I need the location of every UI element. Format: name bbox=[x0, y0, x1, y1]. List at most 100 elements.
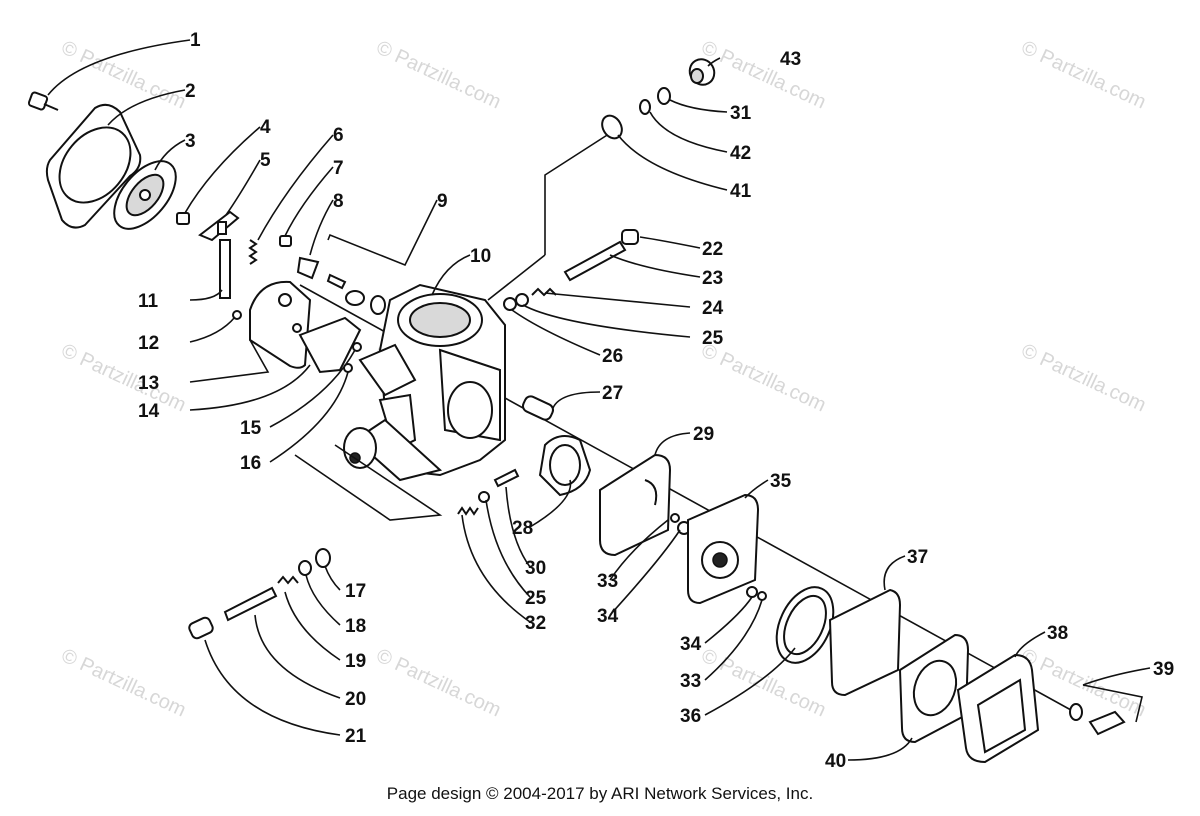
callout-15: 15 bbox=[240, 418, 262, 439]
part-27-filter bbox=[521, 395, 555, 421]
watermark: © Partzilla.com bbox=[698, 340, 829, 417]
callout-3: 3 bbox=[185, 131, 196, 152]
watermark: © Partzilla.com bbox=[1018, 37, 1149, 114]
part-11-needle bbox=[219, 239, 231, 299]
part-42-oring bbox=[639, 99, 651, 115]
callout-40: 40 bbox=[825, 751, 846, 772]
callout-37: 37 bbox=[907, 547, 928, 568]
part-34-oring-lower bbox=[746, 586, 758, 598]
watermark: © Partzilla.com bbox=[58, 340, 189, 417]
callout-22: 22 bbox=[702, 239, 723, 260]
part-31-nut bbox=[657, 87, 671, 105]
leader-lines bbox=[47, 39, 1151, 761]
callout-18: 18 bbox=[345, 616, 366, 637]
part-9-inlet-valve bbox=[326, 273, 386, 315]
callout-8: 8 bbox=[333, 191, 344, 212]
callout-34-lower: 34 bbox=[680, 634, 702, 655]
callout-2: 2 bbox=[185, 81, 196, 102]
callout-38: 38 bbox=[1047, 623, 1068, 644]
part-2-cover-plate bbox=[45, 103, 142, 229]
callout-26: 26 bbox=[602, 346, 623, 367]
callout-1: 1 bbox=[190, 30, 201, 51]
callout-42: 42 bbox=[730, 143, 751, 164]
callout-25-lower: 25 bbox=[525, 588, 547, 609]
callout-5: 5 bbox=[260, 150, 271, 171]
part-14-gasket bbox=[298, 316, 362, 374]
part-40-gasket bbox=[898, 633, 970, 744]
parts-drawing bbox=[27, 58, 1126, 764]
callout-28: 28 bbox=[512, 518, 533, 539]
watermark: © Partzilla.com bbox=[373, 645, 504, 722]
part-32-spring bbox=[457, 506, 479, 516]
part-26-oring bbox=[503, 297, 517, 311]
callout-35: 35 bbox=[770, 471, 792, 492]
part-4-screw bbox=[176, 212, 190, 225]
callout-34: 34 bbox=[597, 606, 619, 627]
watermark: © Partzilla.com bbox=[58, 37, 189, 114]
callout-30: 30 bbox=[525, 558, 546, 579]
part-20-screw bbox=[223, 586, 278, 622]
part-33-screw bbox=[670, 513, 680, 523]
part-17-washer bbox=[315, 548, 331, 568]
callout-33: 33 bbox=[597, 571, 618, 592]
callout-21: 21 bbox=[345, 726, 367, 747]
callout-29: 29 bbox=[693, 424, 714, 445]
callout-41: 41 bbox=[730, 181, 752, 202]
watermark: © Partzilla.com bbox=[373, 37, 504, 114]
callout-27: 27 bbox=[602, 383, 623, 404]
callout-39: 39 bbox=[1153, 659, 1174, 680]
watermark: © Partzilla.com bbox=[698, 37, 829, 114]
part-1-screw bbox=[27, 91, 59, 111]
callout-23: 23 bbox=[702, 268, 723, 289]
part-19-spring bbox=[277, 575, 299, 585]
part-6-spring bbox=[248, 239, 258, 265]
part-7-screw bbox=[279, 235, 292, 247]
part-8-clip bbox=[296, 256, 320, 280]
callout-19: 19 bbox=[345, 651, 366, 672]
part-5-lever bbox=[198, 210, 240, 242]
part-25-washer bbox=[515, 293, 529, 307]
callout-13: 13 bbox=[138, 373, 159, 394]
part-15-screw bbox=[352, 342, 362, 352]
callout-6: 6 bbox=[333, 125, 344, 146]
callout-9: 9 bbox=[437, 191, 448, 212]
part-37-diaphragm bbox=[828, 588, 902, 697]
callout-24: 24 bbox=[702, 298, 724, 319]
part-36-ring-gasket bbox=[775, 586, 835, 664]
callout-7: 7 bbox=[333, 158, 344, 179]
part-28-cover bbox=[538, 435, 592, 497]
callout-25: 25 bbox=[702, 328, 724, 349]
part-35-pump-body bbox=[687, 493, 760, 605]
callout-11: 11 bbox=[138, 291, 159, 312]
part-39-screw bbox=[1069, 703, 1126, 736]
part-25-washer-lower bbox=[478, 491, 490, 503]
part-13-plate bbox=[249, 280, 312, 369]
callout-17: 17 bbox=[345, 581, 366, 602]
watermark: © Partzilla.com bbox=[1018, 645, 1149, 722]
part-18-oring bbox=[298, 560, 312, 576]
part-3-diaphragm bbox=[113, 160, 177, 230]
part-33-screw-lower bbox=[757, 591, 767, 601]
part-29-gasket bbox=[599, 453, 672, 557]
callout-14: 14 bbox=[138, 401, 160, 422]
part-22-cap bbox=[621, 229, 639, 245]
callout-16: 16 bbox=[240, 453, 261, 474]
part-41-fitting bbox=[601, 114, 623, 140]
callouts: 1 2 3 4 5 6 7 8 9 10 11 12 13 14 15 16 1… bbox=[138, 30, 1174, 772]
callout-4: 4 bbox=[260, 117, 271, 138]
part-23-mixture-screw bbox=[563, 240, 627, 282]
part-30-screw bbox=[493, 468, 520, 488]
callout-33-lower: 33 bbox=[680, 671, 701, 692]
part-38-cover bbox=[956, 653, 1040, 764]
callout-12: 12 bbox=[138, 333, 159, 354]
callout-43: 43 bbox=[780, 49, 801, 70]
callout-20: 20 bbox=[345, 689, 366, 710]
callout-32: 32 bbox=[525, 613, 546, 634]
callout-36: 36 bbox=[680, 706, 701, 727]
watermark: © Partzilla.com bbox=[1018, 340, 1149, 417]
callout-10: 10 bbox=[470, 246, 491, 267]
footer-copyright: Page design © 2004-2017 by ARI Network S… bbox=[386, 784, 814, 803]
callout-31: 31 bbox=[730, 103, 752, 124]
part-21-knob bbox=[188, 616, 214, 640]
